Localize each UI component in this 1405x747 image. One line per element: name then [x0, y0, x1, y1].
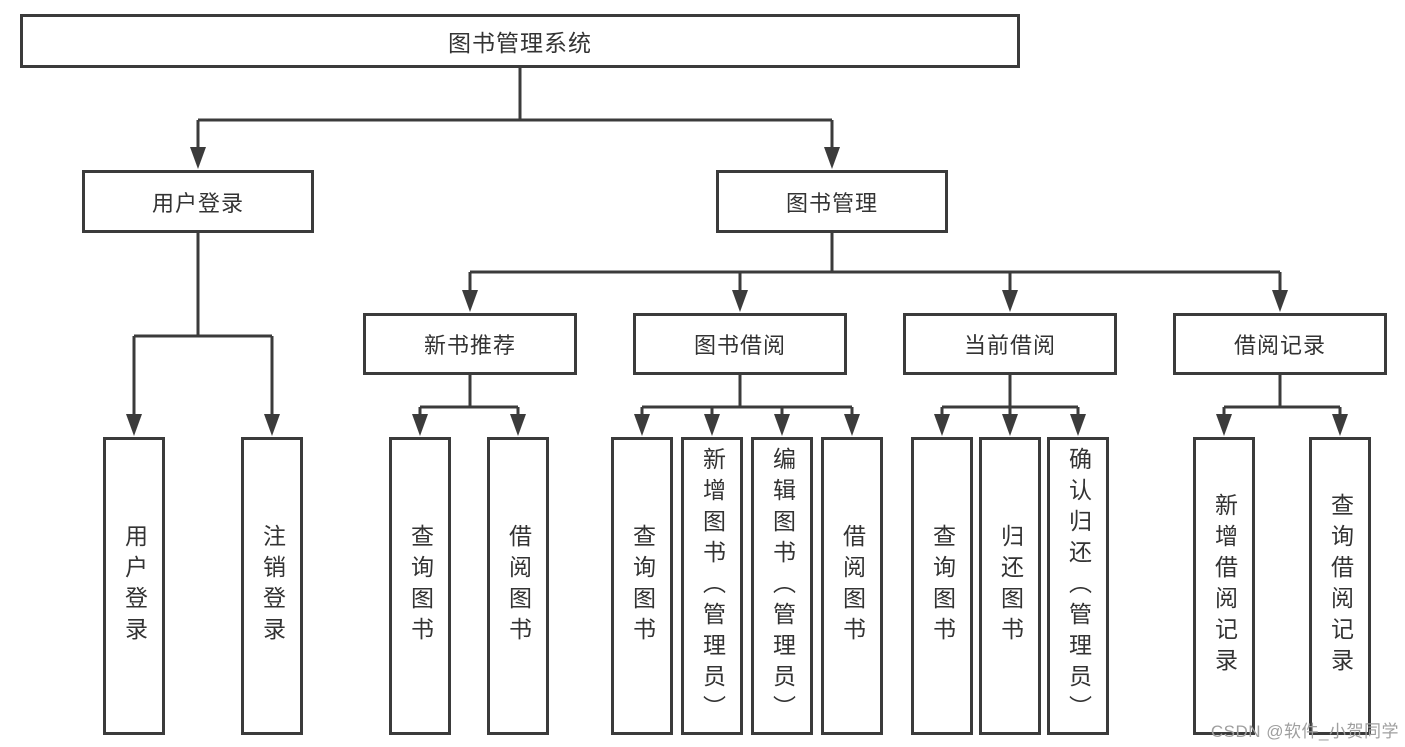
node-records-query-record: 查询借阅记录	[1309, 437, 1371, 735]
connector-current-children	[940, 375, 1080, 417]
arrowhead-icon	[1216, 414, 1232, 436]
node-borrowing-records-label: 借阅记录	[1233, 333, 1326, 358]
csdn-watermark: CSDN @软件_小贺同学	[1210, 722, 1399, 741]
node-borrowing-edit-books-admin: 编辑图书（管理员）	[751, 437, 813, 735]
arrowhead-icon	[412, 414, 428, 436]
node-user-login: 用户登录	[82, 170, 314, 233]
arrowhead-icon	[1272, 290, 1288, 312]
arrowhead-icon	[1332, 414, 1348, 436]
node-records-query-record-label: 查询借阅记录	[1327, 493, 1354, 679]
arrowhead-icon	[126, 414, 142, 436]
connector-userlogin-children	[132, 233, 274, 417]
node-logout-action-label: 注销登录	[259, 524, 286, 648]
arrowhead-icon	[634, 414, 650, 436]
node-borrowing-add-books-admin-label: 新增图书（管理员）	[699, 446, 726, 726]
node-current-return-books-label: 归还图书	[997, 524, 1024, 648]
node-newbook-borrow-books-label: 借阅图书	[505, 524, 532, 648]
node-user-login-action-label: 用户登录	[121, 524, 148, 648]
arrowhead-icon	[462, 290, 478, 312]
node-borrowing-borrow-books-label: 借阅图书	[839, 524, 866, 648]
node-new-book-recommend: 新书推荐	[363, 313, 577, 375]
connector-root-to-level1	[196, 68, 834, 150]
node-user-login-action: 用户登录	[103, 437, 165, 735]
node-current-borrowing: 当前借阅	[903, 313, 1117, 375]
node-current-query-books: 查询图书	[911, 437, 973, 735]
arrowhead-icon	[934, 414, 950, 436]
connector-bookmgmt-to-level2	[468, 233, 1282, 293]
arrowhead-icon	[264, 414, 280, 436]
arrowhead-icon	[824, 147, 840, 169]
node-newbook-borrow-books: 借阅图书	[487, 437, 549, 735]
node-newbook-query-books-label: 查询图书	[407, 524, 434, 648]
arrowhead-icon	[190, 147, 206, 169]
node-borrowing-add-books-admin: 新增图书（管理员）	[681, 437, 743, 735]
node-logout-action: 注销登录	[241, 437, 303, 735]
arrowhead-icon	[704, 414, 720, 436]
node-borrowing-edit-books-admin-label: 编辑图书（管理员）	[769, 446, 796, 726]
arrowhead-icon	[774, 414, 790, 436]
arrowhead-icon	[732, 290, 748, 312]
arrowhead-icon	[510, 414, 526, 436]
node-book-management: 图书管理	[716, 170, 948, 233]
node-borrowing-query-books-label: 查询图书	[629, 524, 656, 648]
node-book-borrowing: 图书借阅	[633, 313, 847, 375]
node-records-add-record-label: 新增借阅记录	[1211, 493, 1238, 679]
node-current-confirm-return-admin-label: 确认归还（管理员）	[1065, 446, 1092, 726]
connector-newbook-children	[418, 375, 520, 417]
node-user-login-label: 用户登录	[151, 190, 244, 216]
node-book-borrowing-label: 图书借阅	[693, 333, 786, 358]
node-current-query-books-label: 查询图书	[929, 524, 956, 648]
node-newbook-query-books: 查询图书	[389, 437, 451, 735]
node-current-confirm-return-admin: 确认归还（管理员）	[1047, 437, 1109, 735]
connector-records-children	[1222, 375, 1342, 417]
node-borrowing-query-books: 查询图书	[611, 437, 673, 735]
node-records-add-record: 新增借阅记录	[1193, 437, 1255, 735]
node-borrowing-records: 借阅记录	[1173, 313, 1387, 375]
node-book-management-label: 图书管理	[785, 190, 878, 216]
arrowhead-icon	[844, 414, 860, 436]
connector-borrow-children	[640, 375, 854, 417]
arrowhead-icon	[1002, 290, 1018, 312]
node-current-return-books: 归还图书	[979, 437, 1041, 735]
node-new-book-recommend-label: 新书推荐	[423, 333, 516, 358]
arrowheads	[126, 147, 1348, 436]
node-current-borrowing-label: 当前借阅	[963, 333, 1056, 358]
node-borrowing-borrow-books: 借阅图书	[821, 437, 883, 735]
arrowhead-icon	[1002, 414, 1018, 436]
node-library-system: 图书管理系统	[20, 14, 1020, 68]
arrowhead-icon	[1070, 414, 1086, 436]
node-library-system-label: 图书管理系统	[448, 30, 592, 56]
